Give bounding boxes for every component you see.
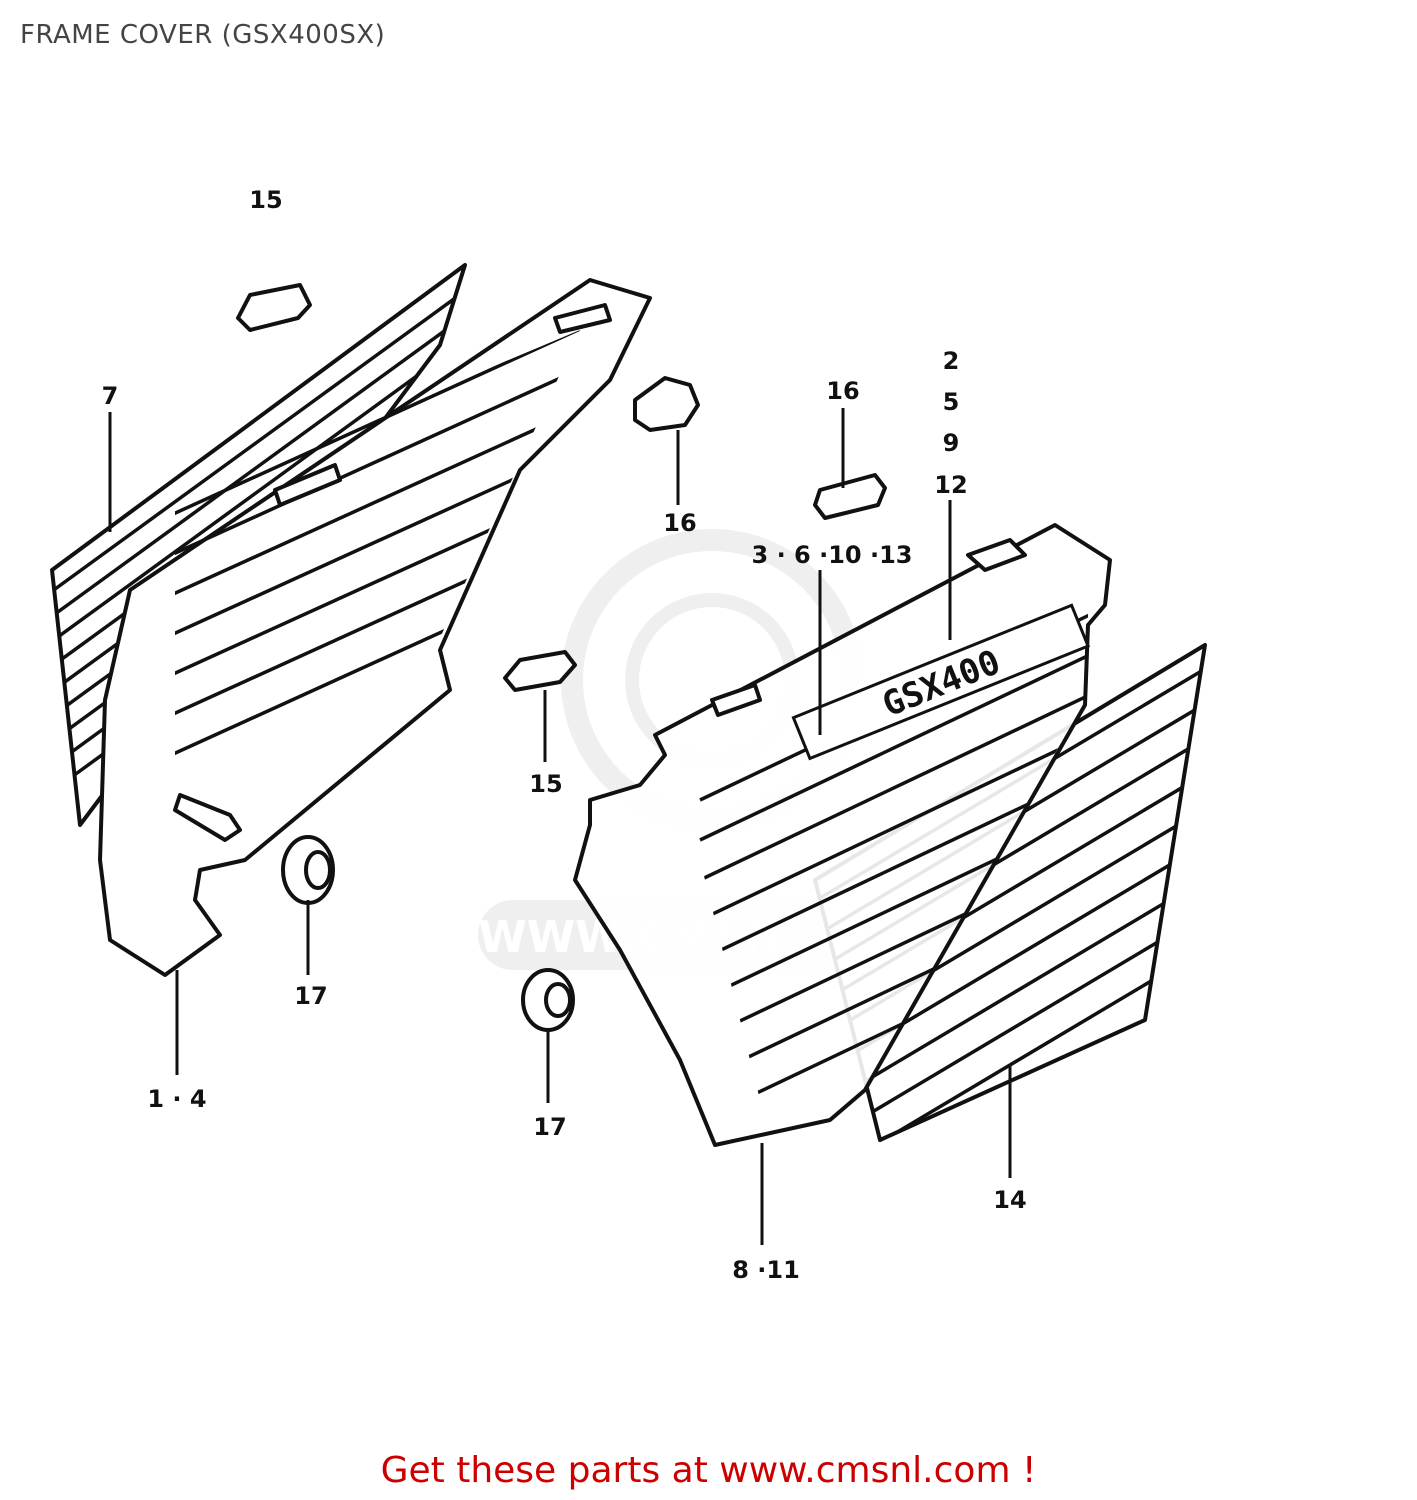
- part-15-grommet-lower[interactable]: [503, 650, 577, 692]
- callout-15-lower: 15: [529, 770, 562, 798]
- footer-banner: Get these parts at www.cmsnl.com !: [0, 1450, 1417, 1491]
- callout-1-4: 1 · 4: [147, 1085, 206, 1113]
- callout-12: 12: [934, 471, 967, 499]
- part-17-cushion-left[interactable]: [281, 835, 335, 905]
- cmsnl-link[interactable]: Get these parts at www.cmsnl.com !: [380, 1450, 1037, 1491]
- part-16-grommet-right[interactable]: [813, 473, 887, 520]
- callout-5: 5: [943, 388, 960, 416]
- leader-lines: [108, 408, 1012, 1245]
- callout-2: 2: [943, 347, 960, 375]
- callout-15-upper: 15: [249, 186, 282, 214]
- callout-8-11: 8 ·11: [732, 1256, 800, 1284]
- callout-16-left: 16: [663, 509, 696, 537]
- callout-17-left: 17: [294, 982, 327, 1010]
- part-17-cushion-right[interactable]: [521, 968, 575, 1032]
- part-16-grommet-left[interactable]: [633, 376, 700, 432]
- callout-7: 7: [102, 382, 119, 410]
- diagram-title: FRAME COVER (GSX400SX): [20, 20, 386, 50]
- callout-3-6-10-13: 3 · 6 ·10 ·13: [752, 541, 913, 569]
- part-15-grommet-upper[interactable]: [236, 283, 312, 332]
- callout-16-right: 16: [826, 377, 859, 405]
- callout-17-right: 17: [533, 1113, 566, 1141]
- callout-9: 9: [943, 429, 960, 457]
- callout-14: 14: [993, 1186, 1026, 1214]
